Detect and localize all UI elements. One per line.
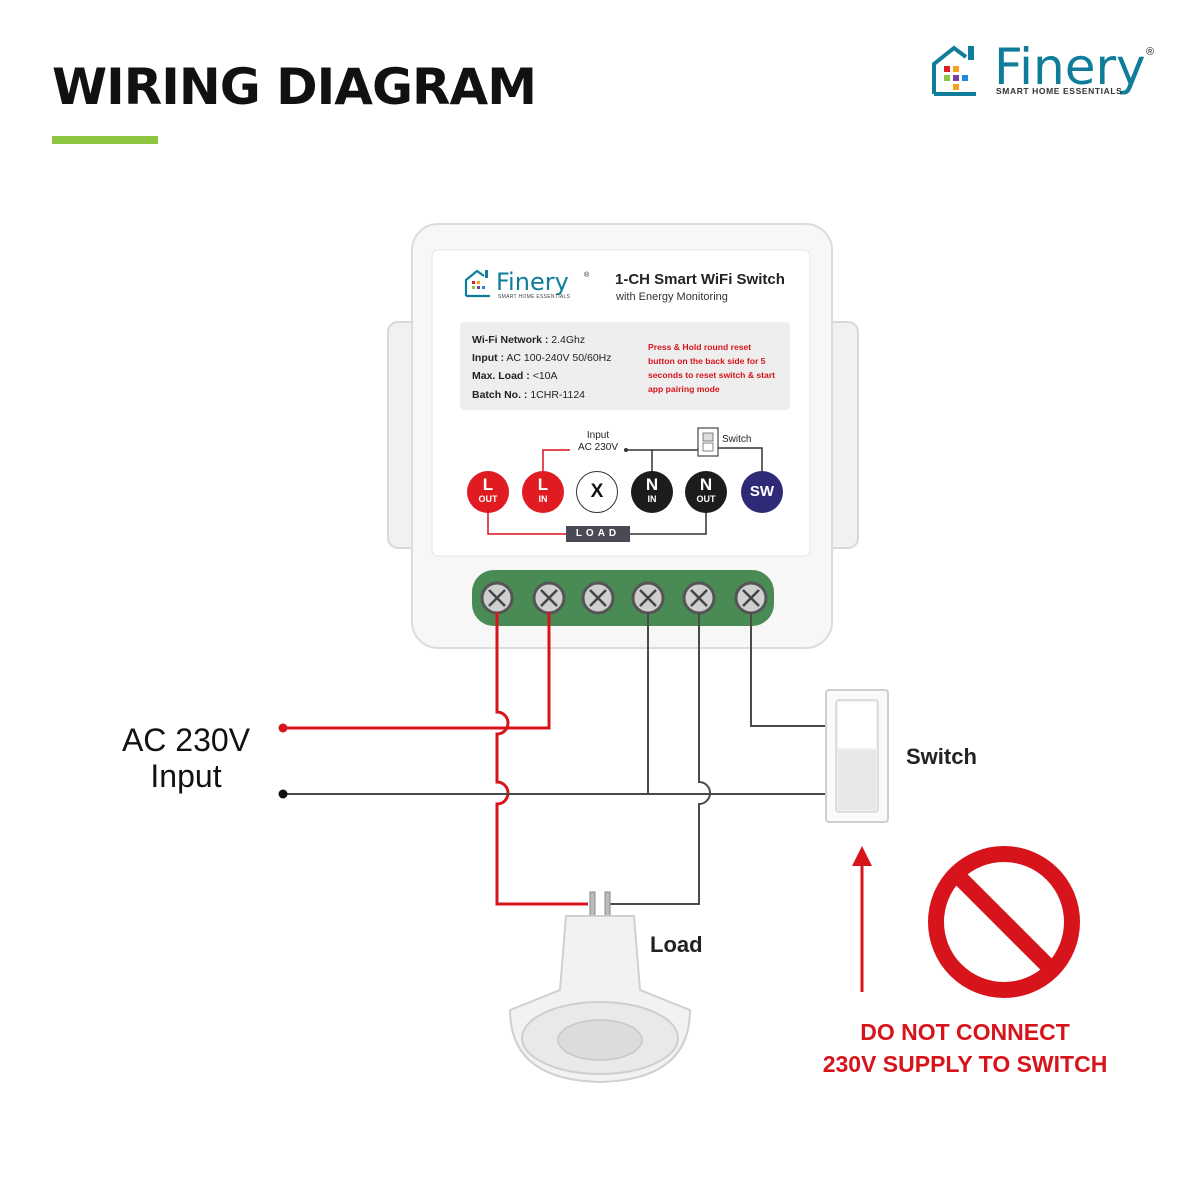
page-title: WIRING DIAGRAM: [52, 58, 537, 116]
mini-switch-icon: [697, 427, 719, 457]
warning-arrow-icon: [852, 846, 872, 992]
device-logo-icon: [464, 269, 490, 298]
warning-text: DO NOT CONNECT 230V SUPPLY TO SWITCH: [822, 1019, 1108, 1077]
brand-name: Finery: [994, 38, 1146, 96]
live-wires: [283, 612, 588, 906]
ac-input-label: AC 230V Input: [121, 722, 251, 794]
device-model-name: 1-CH Smart WiFi Switch: [615, 271, 785, 288]
device-subtitle: with Energy Monitoring: [616, 291, 728, 303]
brand-logo-icon: [932, 45, 976, 96]
terminal-sw: SW: [741, 471, 783, 513]
switch-label: Switch: [906, 744, 977, 769]
prohibition-icon: [928, 846, 1080, 998]
wall-switch-icon: [825, 689, 889, 823]
title-underline: [52, 136, 158, 144]
internal-input-label: Input AC 230V: [577, 430, 619, 453]
spec-row: Input : AC 100-240V 50/60Hz: [472, 352, 612, 364]
neutral-input-terminal: [278, 789, 288, 799]
live-input-terminal: [278, 723, 288, 733]
neutral-wires: [283, 612, 828, 905]
bulb-icon: [508, 891, 692, 1084]
device-brand-tagline: SMART HOME ESSENTIALS: [498, 294, 571, 300]
spec-row: Batch No. : 1CHR-1124: [472, 389, 586, 401]
brand-registered-mark: ®: [1146, 46, 1155, 58]
internal-switch-label: Switch: [722, 434, 752, 445]
device-brand-name: Finery: [496, 268, 569, 296]
brand-tagline: SMART HOME ESSENTIALS: [996, 86, 1123, 96]
spec-row: Max. Load : <10A: [472, 370, 558, 382]
device-registered-mark: ®: [584, 272, 590, 279]
terminal-block: [472, 570, 774, 626]
spec-panel: [460, 322, 790, 410]
load-label: Load: [650, 932, 703, 957]
terminal-x: X: [576, 471, 618, 513]
spec-row: Wi-Fi Network : 2.4Ghz: [472, 334, 586, 346]
reset-instructions: Press & Hold round reset button on the b…: [648, 342, 776, 394]
internal-load-label: LOAD: [566, 526, 630, 542]
